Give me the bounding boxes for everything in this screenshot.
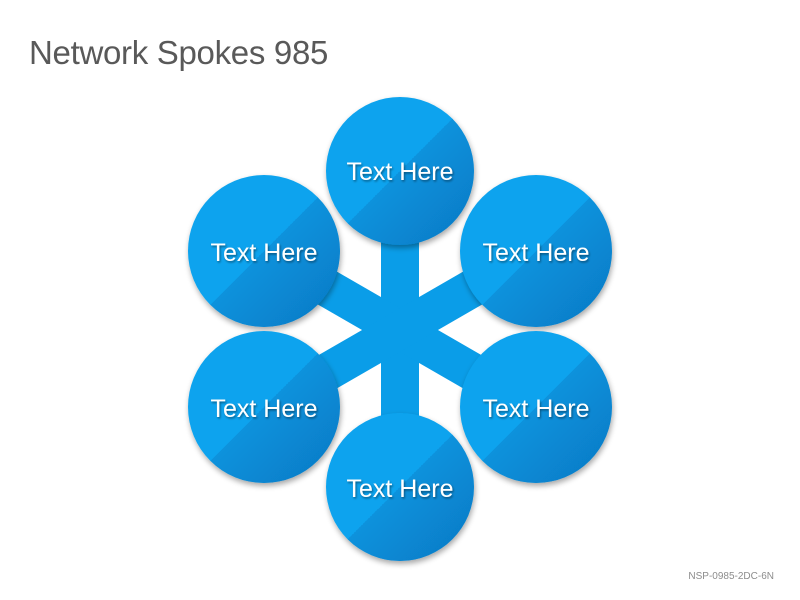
spoke-diagonal-up bbox=[269, 243, 531, 417]
node-circle bbox=[460, 331, 612, 483]
node-lower-left: Text Here bbox=[188, 331, 340, 483]
node-circle bbox=[460, 175, 612, 327]
node-label: Text Here bbox=[483, 395, 590, 423]
node-upper-left: Text Here bbox=[188, 175, 340, 327]
node-top: Text Here bbox=[326, 97, 474, 245]
node-label: Text Here bbox=[211, 239, 318, 267]
node-upper-right: Text Here bbox=[460, 175, 612, 327]
node-circle bbox=[326, 97, 474, 245]
node-label: Text Here bbox=[347, 158, 454, 186]
slide-code: NSP-0985-2DC-6N bbox=[688, 571, 774, 582]
node-circle bbox=[188, 175, 340, 327]
slide-title: Network Spokes 985 bbox=[29, 34, 329, 71]
node-label: Text Here bbox=[483, 239, 590, 267]
node-lower-right: Text Here bbox=[460, 331, 612, 483]
node-bottom: Text Here bbox=[326, 413, 474, 561]
node-circle bbox=[188, 331, 340, 483]
node-label: Text Here bbox=[347, 475, 454, 503]
node-label: Text Here bbox=[211, 395, 318, 423]
node-circle bbox=[326, 413, 474, 561]
